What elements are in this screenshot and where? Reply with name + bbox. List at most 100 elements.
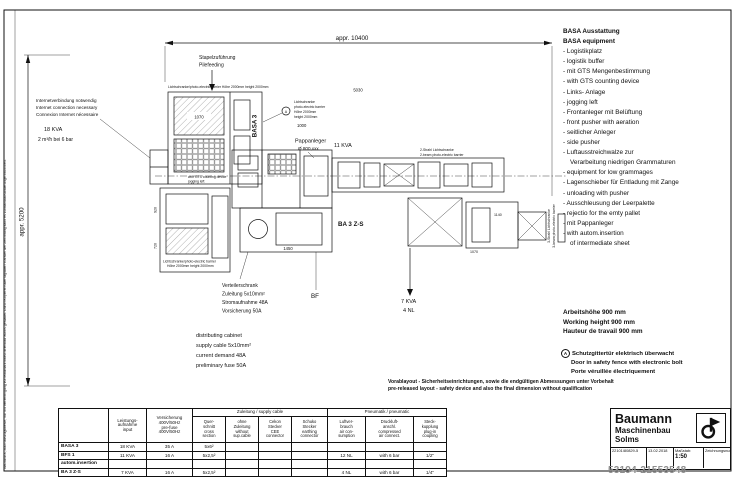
dist-de-1: Verteilerschrank xyxy=(222,283,258,289)
beam3-label-en: 3-beam photo-electric barrier xyxy=(552,203,556,247)
spec-col-cross: Quer- schnitt cross section xyxy=(192,416,226,443)
marker-a-icon: A xyxy=(561,349,570,358)
dim-920: 920 xyxy=(154,207,158,213)
dim-720: 720 xyxy=(154,243,158,249)
dim-1070-feeder: 1070 xyxy=(194,115,204,120)
table-row: BASA 3 18 KVA 35 A 5x6² xyxy=(58,442,447,452)
spec-col-prefuse: Versicherung 400V/50Hz pre-fuse 400V/50H… xyxy=(146,408,193,443)
ba3zs-label: BA 3 Z-S xyxy=(338,221,364,228)
dist-en-1: distributing cabinet xyxy=(196,333,242,339)
gts-label: with GTS counting device xyxy=(188,175,227,179)
row-label: BASA 3 xyxy=(58,442,109,452)
equipment-line: BASA Ausstattung xyxy=(563,28,620,35)
title-block: Baumann Maschinenbau Solms 22101\80829-5… xyxy=(610,408,731,470)
jogging-unit xyxy=(231,149,333,209)
kva-7-label: 7 KVA xyxy=(401,299,417,305)
equipment-list: BASA Ausstattung BASA equipment - Logist… xyxy=(563,27,733,249)
beam3-label-de: 3-Strahl Lichtschranke xyxy=(547,209,551,243)
nl-4-label: 4 NL xyxy=(403,308,415,314)
two-beam-label: 2-Strahl Lichtschranke 2-beam photo-elec… xyxy=(420,148,464,157)
equipment-line: - unloading with pusher xyxy=(563,189,630,197)
spec-table: Leistungs- aufnahme input Versicherung 4… xyxy=(58,408,447,477)
equipment-line: BASA equipment xyxy=(563,38,615,46)
company-logo-icon xyxy=(696,413,726,443)
right-station: 1140 1070 3-Strahl Lichtschranke 3-beam … xyxy=(465,201,566,254)
spec-col-without: ohne Zuleitung without sup.cable xyxy=(225,416,259,443)
company-name-line2: Maschinenbau Solms xyxy=(615,425,671,444)
power-callout-right: 7 KVA 4 NL xyxy=(401,248,417,314)
document-date: 13.02.2018 xyxy=(647,448,674,468)
drawing-number-label: Zeichnungsnummer: xyxy=(705,448,730,453)
pallet-station xyxy=(407,197,463,247)
kva-18-label: 18 KVA xyxy=(44,127,63,133)
spec-group-pneumatic: Pneumatik / pneumatic xyxy=(327,408,447,417)
equipment-line: - equipment for low grammages xyxy=(563,169,653,177)
working-height-en: Working height 900 mm xyxy=(563,318,635,326)
pile-feeder-unit: 1070 BASA 3 with GTS counting device jog… xyxy=(149,91,263,185)
light-barrier-callout: A Lichtschranke photo-electric barrier H… xyxy=(262,100,326,128)
spec-col-plug: Steck- kupplung plug-in coupling xyxy=(413,416,447,443)
pile-feeding-label-en: Pilefeeding xyxy=(199,63,224,69)
working-height-fr: Hauteur de travail 900 mm xyxy=(563,328,643,336)
spec-col-compressed: Druckluft- anschl. compressed air connec… xyxy=(365,416,414,443)
dim-overall-width: appr. 10400 xyxy=(336,35,369,42)
document-number: 22101\80829-5 xyxy=(611,448,647,468)
dimension-top: appr. 10400 xyxy=(164,35,553,196)
beam2-label-de: 2-Strahl Lichtschranke xyxy=(420,148,454,152)
equipment-line: - side pusher xyxy=(563,139,600,147)
equipment-line: of intermediate sheet xyxy=(570,239,630,247)
dist-en-2: supply cable 5x10mm² xyxy=(196,343,251,349)
marker-a-circle: A xyxy=(285,110,288,114)
equipment-line: - seitlicher Anleger xyxy=(563,128,616,136)
company-name: Baumann Maschinenbau Solms xyxy=(615,411,696,444)
dim-1070-right: 1070 xyxy=(470,250,478,254)
safety-line-fr: Porte véruillée électriquement xyxy=(571,369,656,375)
equipment-line: - Frontanleger mit Belüftung xyxy=(563,108,643,116)
bf-callout: BF xyxy=(311,252,319,300)
left-station: 920 720 Lichtschranke/photo-electric bar… xyxy=(154,187,231,273)
equipment-line: - with GTS counting device xyxy=(563,78,640,86)
spec-group-supply: Zuleitung / supply cable xyxy=(192,408,328,417)
equipment-line: - Luftausstreichwalze zur xyxy=(563,149,634,157)
spec-col-schuko: Schuko Stecker earthing connector xyxy=(291,416,328,443)
scale-label: Maßstab: xyxy=(675,448,692,453)
table-row: autom.insertion xyxy=(58,459,447,469)
pre-release-note: Vorablayout - Sicherheitseinrichtungen, … xyxy=(388,379,733,392)
lb-label-en: photo-electric barrier xyxy=(294,105,326,109)
title-block-strip: 22101\80829-5 13.02.2018 Maßstab: 1:50 Z… xyxy=(611,448,730,468)
lb-height-en: height 2000mm xyxy=(294,115,318,119)
equipment-line: - mit GTS Mengenbestimmung xyxy=(563,68,651,76)
table-row: BFS 1 11 KVA 16 A 5x2,5² 12 NL with 6 ba… xyxy=(58,450,447,460)
conveyor-unit xyxy=(331,157,505,193)
scale-cell: Maßstab: 1:50 xyxy=(674,448,704,468)
dim-5030: 5030 xyxy=(353,88,363,93)
company-name-line1: Baumann xyxy=(615,411,672,426)
beam2-label-en: 2-beam photo-electric barrier xyxy=(420,153,464,157)
pile-feeding-callout: Stapelzuführung Pilefeeding xyxy=(199,55,236,91)
distribution-cabinet-note: Verteilerschrank Zuleitung 5x10mm² Strom… xyxy=(196,251,269,369)
equipment-line: - Ausschleusung der Leerpalette xyxy=(563,199,655,207)
pre-release-en: pre-released layout - safety device and … xyxy=(388,385,593,392)
basa3-label: BASA 3 xyxy=(252,114,259,137)
press-unit: 1450 xyxy=(239,207,333,253)
light-barrier-top-label: Lichtschranke/photo-electric barrier Höh… xyxy=(168,85,269,89)
dim-overall-height: appr. 5200 xyxy=(19,207,26,237)
spec-col-air: Luftver- brauch air con- sumption xyxy=(327,416,366,443)
row-label: autom.insertion xyxy=(58,459,109,469)
internet-note-fr: Connexion Internet nécessaire xyxy=(36,112,99,117)
internet-note: Internetverbindung notwendig Internet co… xyxy=(36,98,151,159)
equipment-line: Verarbeitung niedrigen Grammaturen xyxy=(570,159,676,167)
lb3-label: Lichtschranke/photo-electric barrier xyxy=(163,260,217,264)
pappanleger-callout: Pappanleger Ø 800,xxx 11 KVA xyxy=(295,139,352,159)
equipment-line: - with autom.insertion xyxy=(563,229,624,237)
equipment-line: - mit Pappanleger xyxy=(563,219,614,227)
scale-value: 1:50 xyxy=(675,453,688,460)
equipment-line: - rejectio for the emty pallet xyxy=(563,209,641,217)
row-label: BA 3 Z-S xyxy=(58,467,109,477)
air-consumption-label: 2 m³/h bei 6 bar xyxy=(38,137,73,143)
copyright-margin-note: Nachdruck, auch auszugsweise, nur mit Ge… xyxy=(3,159,7,469)
dimension-left: appr. 5200 xyxy=(19,54,70,387)
